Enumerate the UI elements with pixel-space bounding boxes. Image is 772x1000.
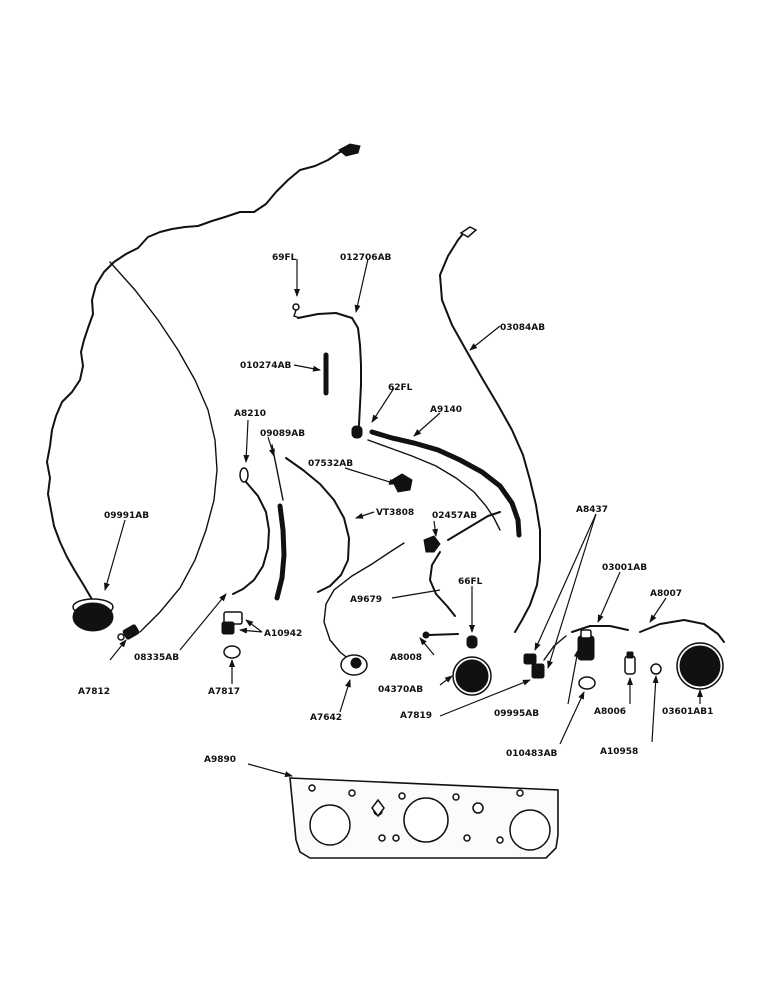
label-66fl: 66FL xyxy=(458,577,483,587)
label-03001ab: 03001AB xyxy=(602,563,647,573)
instrument-panel-a9890 xyxy=(289,777,559,859)
knob-010483ab-icon xyxy=(578,676,596,690)
label-09089ab: 09089AB xyxy=(260,429,305,439)
label-a10942: A10942 xyxy=(264,629,302,639)
bulb-66fl-icon xyxy=(466,635,478,649)
label-62fl: 62FL xyxy=(388,383,413,393)
wire-a8007 xyxy=(639,619,725,643)
wire-a9679 xyxy=(429,511,501,617)
clip-69fl-tail-icon xyxy=(293,309,301,319)
label-a8437: A8437 xyxy=(576,505,608,515)
label-a8210: A8210 xyxy=(234,409,266,419)
label-02457ab: 02457AB xyxy=(432,511,477,521)
part-labels: 69FL 012706AB 010274AB 03084AB 62FL A821… xyxy=(78,253,713,765)
plug-a8006-tip-icon xyxy=(626,651,634,659)
wire-a7812 xyxy=(109,261,218,633)
connector-02457ab-icon xyxy=(423,535,441,553)
bulb-62fl-icon xyxy=(351,425,363,439)
socket-a10958-icon xyxy=(650,663,662,675)
socket-end-icon xyxy=(117,633,125,641)
label-a9890: A9890 xyxy=(204,755,236,765)
label-08335ab: 08335AB xyxy=(134,653,179,663)
label-010483ab: 010483AB xyxy=(506,749,558,759)
switch-09995ab-cap-icon xyxy=(580,629,592,639)
connector-03084ab-icon xyxy=(459,226,478,238)
wire-a7819 xyxy=(543,635,567,661)
cable-a9140 xyxy=(369,429,522,538)
label-a7642: A7642 xyxy=(310,713,342,723)
socket-a7812-icon xyxy=(122,624,140,640)
wire-a8008 xyxy=(427,633,459,636)
label-a7812: A7812 xyxy=(78,687,110,697)
socket-a7642-core-icon xyxy=(350,657,362,669)
label-69fl: 69FL xyxy=(272,253,297,263)
wire-a9679-b xyxy=(323,542,405,661)
plug-a8006-icon xyxy=(624,655,636,675)
label-09995ab: 09995AB xyxy=(494,709,539,719)
lamp-04370ab-rim-icon xyxy=(452,656,492,696)
label-a9140: A9140 xyxy=(430,405,462,415)
lamp-09991ab-icon xyxy=(72,602,114,632)
switch-09995ab-icon xyxy=(577,635,595,661)
label-03601ab1: 03601AB1 xyxy=(662,707,713,717)
label-012706ab: 012706AB xyxy=(340,253,392,263)
switch-a8437-icon xyxy=(523,653,537,665)
label-a9679: A9679 xyxy=(350,595,382,605)
label-09991ab: 09991AB xyxy=(104,511,149,521)
lamp-a7817-icon xyxy=(223,645,241,659)
label-a8007: A8007 xyxy=(650,589,682,599)
label-a8008: A8008 xyxy=(390,653,422,663)
wire-03001ab xyxy=(571,625,629,633)
bulb-a8210-icon xyxy=(239,467,249,483)
label-07532ab: 07532AB xyxy=(308,459,353,469)
leader-lines xyxy=(104,258,703,778)
label-03084ab: 03084AB xyxy=(500,323,545,333)
clip-69fl-icon xyxy=(292,303,300,311)
clip-07532ab-icon xyxy=(391,473,413,493)
label-a7819: A7819 xyxy=(400,711,432,721)
wire-vt3808 xyxy=(285,457,350,593)
connector-top-icon xyxy=(338,143,361,157)
wire-09991ab xyxy=(46,147,356,607)
wire-03084ab xyxy=(439,229,541,633)
label-04370ab: 04370AB xyxy=(378,685,423,695)
wire-08335ab xyxy=(232,481,270,595)
label-a10958: A10958 xyxy=(600,747,638,757)
wire-09089ab xyxy=(274,503,287,601)
label-a8006: A8006 xyxy=(594,707,626,717)
label-a7817: A7817 xyxy=(208,687,240,697)
lamp-04370ab-icon xyxy=(455,659,489,693)
wire-012706ab xyxy=(297,312,362,426)
switch-a7819-icon xyxy=(531,663,545,679)
gauge-03601ab1-icon xyxy=(679,645,721,687)
label-vt3808: VT3808 xyxy=(376,508,414,518)
wire-a8008-end-icon xyxy=(422,631,430,639)
label-010274ab: 010274AB xyxy=(240,361,292,371)
socket-a10942-b-icon xyxy=(221,621,235,635)
